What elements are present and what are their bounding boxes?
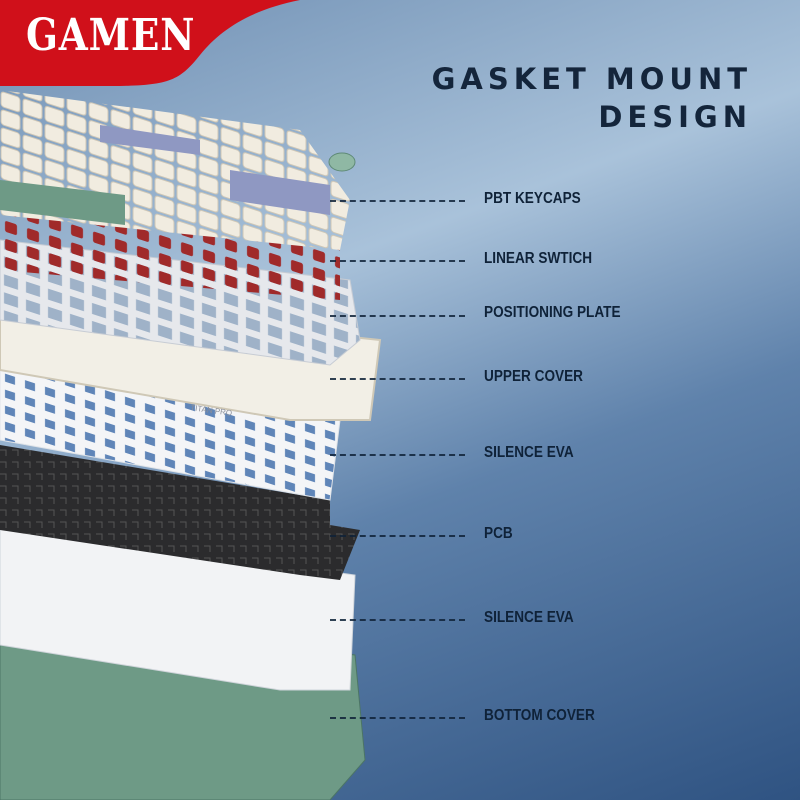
spacebar-key bbox=[0, 180, 125, 225]
label-bottom-cover: BOTTOM COVER bbox=[484, 707, 595, 724]
leader-line bbox=[330, 535, 465, 537]
leader-line bbox=[330, 200, 465, 202]
label-positioning-plate: POSITIONING PLATE bbox=[484, 304, 621, 321]
label-linear-switch: LINEAR SWTICH bbox=[484, 250, 593, 267]
logo-banner bbox=[0, 0, 300, 86]
brand-logo: GAMEN bbox=[26, 10, 196, 61]
title-line-2: DESIGN bbox=[598, 100, 752, 134]
label-silence-eva-bottom: SILENCE EVA bbox=[484, 609, 574, 626]
leader-line bbox=[330, 717, 465, 719]
label-silence-eva-top: SILENCE EVA bbox=[484, 444, 574, 461]
page-title: GASKET MOUNT DESIGN bbox=[432, 60, 752, 136]
pcb-layer bbox=[0, 445, 360, 580]
keycaps-accent bbox=[100, 125, 200, 155]
label-pcb: PCB bbox=[484, 525, 513, 542]
title-line-1: GASKET MOUNT bbox=[431, 62, 752, 96]
label-upper-cover: UPPER COVER bbox=[484, 368, 583, 385]
label-pbt-keycaps: PBT KEYCAPS bbox=[484, 190, 581, 207]
keycaps-accent-right bbox=[230, 170, 330, 215]
leader-line bbox=[330, 378, 465, 380]
leader-line bbox=[330, 260, 465, 262]
leader-line bbox=[330, 454, 465, 456]
leader-line bbox=[330, 315, 465, 317]
leader-line bbox=[330, 619, 465, 621]
knob bbox=[328, 152, 356, 172]
